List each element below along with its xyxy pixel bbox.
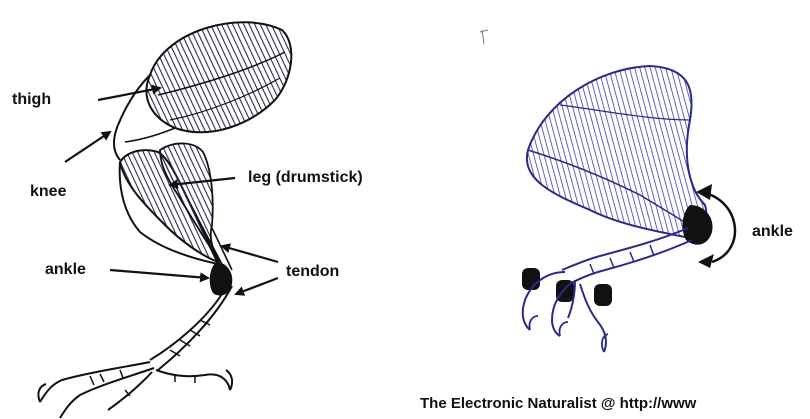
drumstick-muscle: [120, 143, 220, 264]
label-tendon: tendon: [286, 264, 339, 280]
label-thigh: thigh: [12, 92, 51, 108]
label-ankle-right: ankle: [752, 224, 793, 240]
ankle-left-arrow: [110, 270, 208, 278]
stray-mark: [480, 30, 488, 44]
right-ankle-joint: [683, 205, 713, 245]
left-toes: [38, 362, 232, 418]
knee-arrow: [65, 132, 110, 162]
thigh-muscle: [146, 22, 291, 132]
tendon-arrow-upper: [222, 246, 278, 262]
label-leg-drumstick: leg (drumstick): [248, 170, 363, 186]
tarsus: [150, 286, 232, 370]
label-knee: knee: [30, 184, 66, 200]
left-leg-illustration: [38, 22, 291, 418]
tendon-arrow-lower: [236, 278, 278, 294]
perching-thigh-muscle: [527, 66, 706, 238]
credit-line: The Electronic Naturalist @ http://www: [420, 396, 696, 411]
perching-tarsus: [562, 228, 692, 284]
right-leg-illustration: [522, 66, 735, 352]
label-ankle-left: ankle: [45, 262, 86, 278]
